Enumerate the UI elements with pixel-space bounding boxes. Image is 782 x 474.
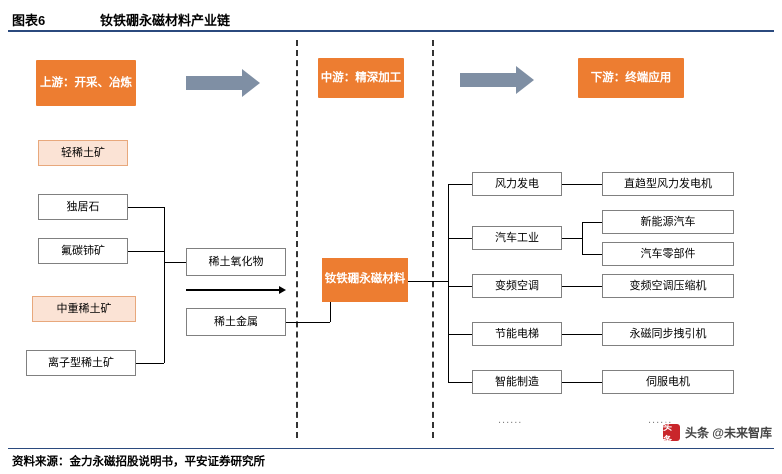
- box-inverter-air-conditioner: 变频空调: [472, 274, 562, 298]
- line-metal-up-to-core: [330, 292, 331, 322]
- page-title: 钕铁硼永磁材料产业链: [100, 13, 231, 28]
- line-branch-wind: [448, 184, 472, 185]
- line-auto-stub: [562, 238, 582, 239]
- watermark: 头条 头条 @未来智库: [662, 422, 772, 445]
- line-downstream-rail: [448, 184, 449, 382]
- title-bar: 图表6 钕铁硼永磁材料产业链: [8, 6, 774, 32]
- box-servo-motor: 伺服电机: [602, 370, 734, 394]
- box-intelligent-manufacturing: 智能制造: [472, 370, 562, 394]
- line-ac-to-product: [562, 286, 602, 287]
- watermark-badge: 头条: [662, 422, 680, 445]
- source-note: 资料来源：金力永磁招股说明书，平安证券研究所: [12, 456, 265, 468]
- box-wind-power: 风力发电: [472, 172, 562, 196]
- box-medium-heavy-rare-earth-ore: 中重稀土矿: [32, 296, 136, 322]
- header-downstream: 下游：终端应用: [578, 58, 684, 98]
- header-midstream: 中游：精深加工: [318, 58, 404, 98]
- box-rare-earth-metal: 稀土金属: [186, 308, 286, 336]
- line-rail-to-oxide: [164, 262, 186, 263]
- box-automobile-industry: 汽车工业: [472, 226, 562, 250]
- divider-midstream-downstream: [432, 40, 434, 438]
- arrow-upstream-to-midstream: [186, 69, 260, 97]
- box-inverter-ac-compressor: 变频空调压缩机: [602, 274, 734, 298]
- ellipsis-products: ......: [648, 414, 673, 426]
- line-elevator-to-product: [562, 334, 602, 335]
- header-upstream: 上游：开采、冶炼: [36, 60, 136, 106]
- line-metal-to-core: [286, 322, 330, 323]
- box-light-rare-earth-ore: 轻稀土矿: [38, 140, 128, 166]
- box-pm-synchronous-traction-machine: 永磁同步拽引机: [602, 322, 734, 346]
- footer-bar: 资料来源：金力永磁招股说明书，平安证券研究所: [8, 448, 774, 470]
- line-monazite: [128, 207, 164, 208]
- box-ndfeb-permanent-magnet-material: 钕铁硼永磁材料: [322, 258, 408, 302]
- watermark-text: 头条 @未来智库: [684, 426, 772, 440]
- box-auto-parts: 汽车零部件: [602, 242, 734, 266]
- line-manufacturing-to-product: [562, 382, 602, 383]
- line-branch-ac: [448, 286, 472, 287]
- line-wind-to-product: [562, 184, 602, 185]
- line-branch-manufacturing: [448, 382, 472, 383]
- arrow-oxide-to-metal: [186, 286, 286, 294]
- box-bastnaesite: 氟碳铈矿: [38, 238, 128, 264]
- figure-label: 图表6: [12, 13, 46, 28]
- line-branch-auto: [448, 238, 472, 239]
- line-branch-elevator: [448, 334, 472, 335]
- line-auto-to-parts: [582, 254, 602, 255]
- box-new-energy-vehicle: 新能源汽车: [602, 210, 734, 234]
- line-ore-rail: [164, 207, 165, 363]
- ellipsis-applications: ......: [498, 414, 523, 426]
- arrow-midstream-to-downstream: [460, 66, 534, 94]
- line-auto-rail: [582, 222, 583, 254]
- box-monazite: 独居石: [38, 194, 128, 220]
- line-bastnaesite: [128, 251, 164, 252]
- box-direct-drive-wind-turbine: 直趋型风力发电机: [602, 172, 734, 196]
- line-auto-to-nev: [582, 222, 602, 223]
- box-ion-adsorption-rare-earth-ore: 离子型稀土矿: [26, 350, 136, 376]
- box-rare-earth-oxide: 稀土氧化物: [186, 248, 286, 276]
- divider-upstream-midstream: [296, 40, 298, 438]
- line-core-to-rail: [408, 281, 448, 282]
- line-ion-ore: [136, 363, 164, 364]
- box-energy-saving-elevator: 节能电梯: [472, 322, 562, 346]
